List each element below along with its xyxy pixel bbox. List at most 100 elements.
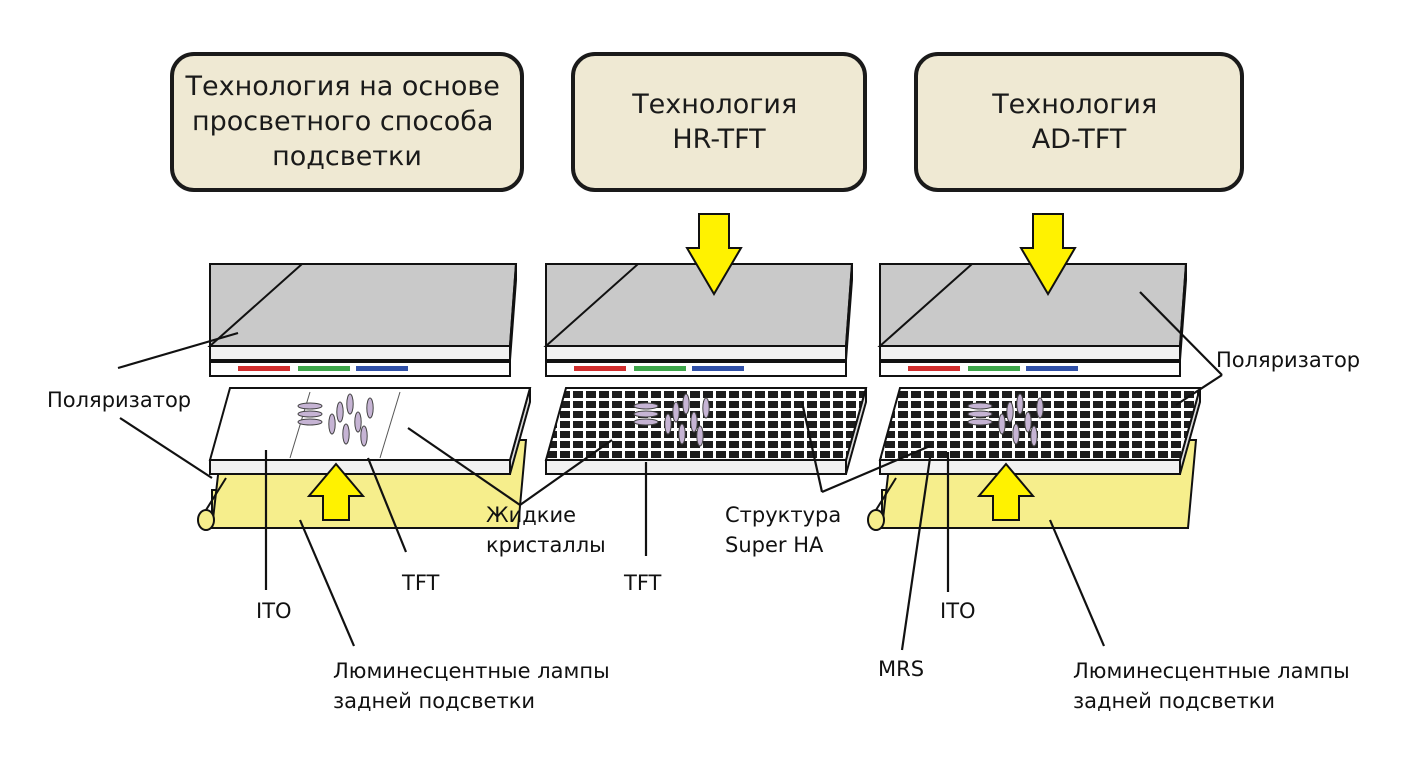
header-box-hr-tft: Технология HR-TFT xyxy=(571,52,867,192)
stack-hr-tft-filter-red xyxy=(574,366,626,371)
leader-mrs xyxy=(900,457,932,651)
stack-ad-tft-lc-molecule xyxy=(967,402,993,410)
header-box-ad-tft: Технология AD-TFT xyxy=(914,52,1244,192)
label-polarizer-left: Поляризатор xyxy=(47,388,191,412)
leader-backlight-left xyxy=(298,519,356,647)
stack-ad-tft-polarizer-edge xyxy=(879,345,1181,361)
svg-text:Технология AD-TFT: Технология AD-TFT xyxy=(991,89,1166,155)
label-ito-left: ITO xyxy=(256,599,292,623)
leader-lc-to-hrtft xyxy=(519,439,613,506)
label-backlight-left: Люминесцентные лампы задней подсветки xyxy=(333,659,616,713)
stack-transmissive-lc-molecule xyxy=(342,423,350,445)
stack-hr-tft-tft-substrate-top xyxy=(544,387,868,461)
stack-hr-tft xyxy=(543,213,868,475)
stack-hr-tft-lc-molecule xyxy=(633,402,659,410)
stack-hr-tft-filter-green xyxy=(634,366,686,371)
stack-ad-tft-tft-substrate-top xyxy=(878,387,1202,461)
stack-hr-tft-polarizer-side xyxy=(845,263,853,361)
header-hr-tft-line-2: HR-TFT xyxy=(672,124,766,155)
stack-ad-tft-lc-molecule xyxy=(1024,411,1032,433)
stack-transmissive-lamp-edge xyxy=(205,477,227,511)
label-tft-center: TFT xyxy=(623,571,662,595)
stack-hr-tft-lc-molecule xyxy=(672,401,680,423)
stack-ad-tft-lamp-edge xyxy=(875,477,897,511)
stack-transmissive-polarizer-edge xyxy=(209,345,511,361)
stack-ad-tft-lc-molecule xyxy=(967,410,993,418)
stack-transmissive-filter-blue xyxy=(356,366,408,371)
label-backlight-right-line-1: Люминесцентные лампы xyxy=(1073,659,1350,683)
stack-hr-tft-lc-molecule xyxy=(696,425,704,447)
svg-text:Технология HR-TFT: Технология HR-TFT xyxy=(631,89,806,155)
stack-hr-tft-lc-molecule xyxy=(678,423,686,445)
stack-ad-tft-lc-molecule xyxy=(1012,423,1020,445)
label-backlight-right-line-2: задней подсветки xyxy=(1073,689,1275,713)
stack-transmissive-lc-molecule xyxy=(336,401,344,423)
label-super-ha: Структура Super HA xyxy=(725,503,848,557)
stack-transmissive-lc-molecule xyxy=(354,411,362,433)
stack-hr-tft-filter-blue xyxy=(692,366,744,371)
stack-transmissive-tft-substrate-top xyxy=(208,387,532,461)
leader-polarizer-left-top xyxy=(117,331,239,370)
label-backlight-left-line-1: Люминесцентные лампы xyxy=(333,659,610,683)
stack-hr-tft-lc-molecule xyxy=(702,397,710,419)
label-backlight-left-line-2: задней подсветки xyxy=(333,689,535,713)
stack-transmissive-lc-molecule xyxy=(297,418,323,426)
stack-hr-tft-lc-molecule xyxy=(682,393,690,415)
stack-ad-tft-filter-red xyxy=(908,366,960,371)
stack-hr-tft-lc-molecule xyxy=(633,410,659,418)
stack-hr-tft-ambient-light-arrow xyxy=(685,213,743,296)
label-super-ha-line-1: Структура xyxy=(725,503,841,527)
label-liquid-crystals-line-1: Жидкие xyxy=(486,503,576,527)
label-super-ha-line-2: Super HA xyxy=(725,533,824,557)
header-transmissive-line-1: Технология на основе xyxy=(184,71,499,102)
label-liquid-crystals: Жидкие кристаллы xyxy=(486,503,606,557)
svg-text:Технология на основе про: Технология на основе просветного способа… xyxy=(184,71,508,172)
stack-ad-tft-lc-molecule xyxy=(967,418,993,426)
leader-backlight-right xyxy=(1048,519,1106,647)
header-transmissive-line-3: подсветки xyxy=(272,141,422,172)
leader-superha-right xyxy=(821,444,931,494)
stack-ad-tft-lc-molecule xyxy=(998,413,1006,435)
header-box-transmissive: Технология на основе просветного способа… xyxy=(170,52,524,192)
stack-transmissive-lc-molecule xyxy=(297,402,323,410)
label-backlight-right: Люминесцентные лампы задней подсветки xyxy=(1073,659,1356,713)
stack-ad-tft-filter-green xyxy=(968,366,1020,371)
stack-hr-tft-lc-molecule xyxy=(690,411,698,433)
stack-ad-tft xyxy=(867,213,1202,531)
stack-transmissive-cell-divider xyxy=(379,391,401,459)
stack-transmissive xyxy=(197,263,532,531)
label-ito-right: ITO xyxy=(940,599,976,623)
stack-ad-tft-lc-molecule xyxy=(1006,401,1014,423)
leader-polarizer-left-bottom xyxy=(119,417,213,479)
header-ad-tft-line-1: Технология xyxy=(991,89,1157,120)
leader-polarizer-right-top xyxy=(1139,291,1223,376)
stack-hr-tft-lc-molecule xyxy=(664,413,672,435)
stack-ad-tft-lamp-tube xyxy=(867,509,885,531)
stack-transmissive-filter-green xyxy=(298,366,350,371)
stack-transmissive-backlight-arrow xyxy=(306,462,366,521)
label-mrs: MRS xyxy=(878,657,924,681)
leader-tft-left xyxy=(366,457,408,553)
stack-transmissive-lc-molecule xyxy=(297,410,323,418)
label-tft-left: TFT xyxy=(401,571,440,595)
stack-transmissive-lc-molecule xyxy=(328,413,336,435)
header-transmissive-line-2: просветного способа xyxy=(192,106,493,137)
stack-transmissive-lc-molecule xyxy=(366,397,374,419)
stack-ad-tft-tft-substrate-front xyxy=(879,459,1181,475)
stack-hr-tft-lc-molecule xyxy=(633,418,659,426)
stack-transmissive-lc-molecule xyxy=(360,425,368,447)
stack-hr-tft-tft-substrate-front xyxy=(545,459,847,475)
header-ad-tft-line-2: AD-TFT xyxy=(1032,124,1127,155)
header-hr-tft-line-1: Технология xyxy=(631,89,797,120)
stack-ad-tft-lc-molecule xyxy=(1030,425,1038,447)
stack-hr-tft-polarizer-edge xyxy=(545,345,847,361)
leader-lines xyxy=(117,291,1223,651)
stack-ad-tft-ambient-light-arrow xyxy=(1019,213,1077,296)
leader-lc-to-left xyxy=(407,427,521,506)
stack-transmissive-polarizer-side xyxy=(509,263,517,361)
stack-ad-tft-lc-molecule xyxy=(1016,393,1024,415)
leader-superha-center xyxy=(800,401,824,493)
stack-ad-tft-lc-molecule xyxy=(1036,397,1044,419)
stack-transmissive-lamp-tube xyxy=(197,509,215,531)
